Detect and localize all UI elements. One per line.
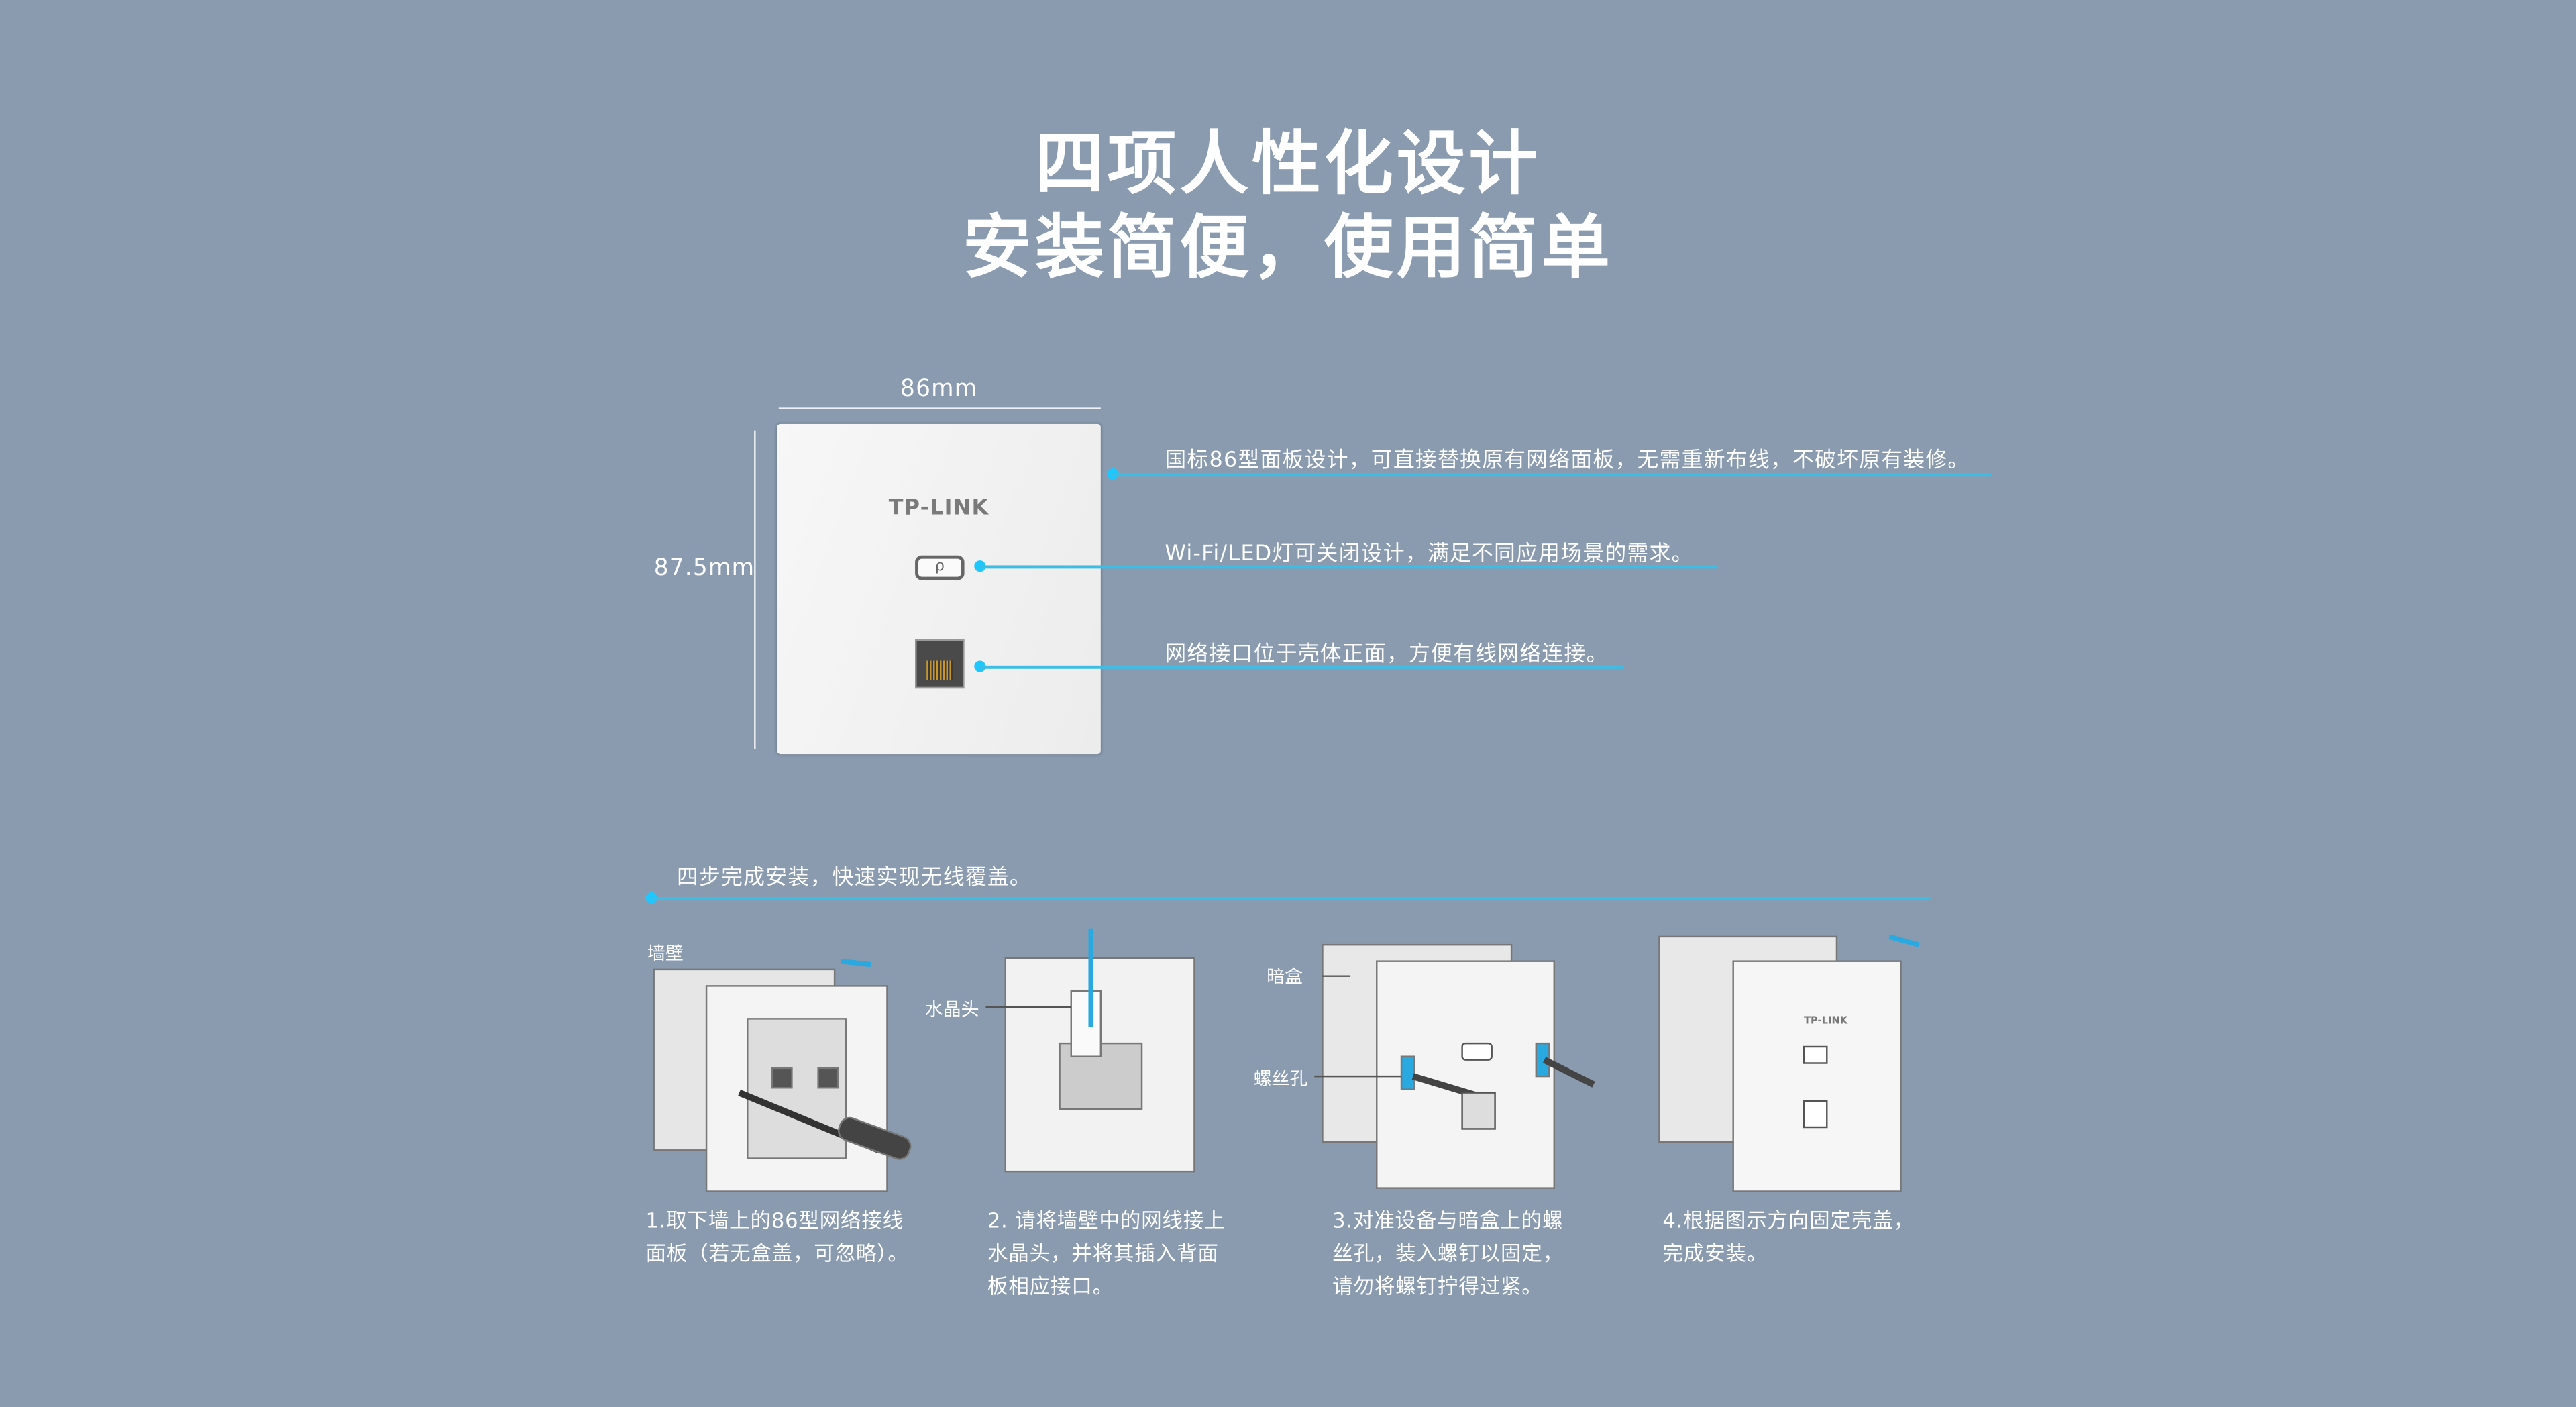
caption-line: 水晶头，并将其插入背面 — [987, 1240, 1219, 1265]
width-dimension-label: 86mm — [900, 376, 978, 403]
step3-illustration — [1314, 943, 1595, 1189]
caption-line: 2. 请将墙壁中的网线接上 — [987, 1208, 1226, 1233]
caption-line: 丝孔，装入螺钉以固定， — [1332, 1240, 1564, 1265]
feature-2: Wi-Fi/LED灯可关闭设计，满足不同应用场景的需求。 — [1165, 542, 1694, 567]
step-1-caption: 1.取下墙上的86型网络接线 面板（若无盒盖，可忽略）。 — [645, 1204, 908, 1270]
feature-3: 网络接口位于壳体正面，方便有线网络连接。 — [1165, 642, 1609, 668]
ethernet-port-icon — [915, 639, 965, 689]
caption-line: 面板（若无盒盖，可忽略）。 — [645, 1240, 909, 1265]
caption-line: 1.取下墙上的86型网络接线 — [645, 1208, 904, 1233]
width-dimension-line — [778, 407, 1101, 409]
page-title-line1: 四项人性化设计 — [1034, 123, 1542, 204]
label-screw-hole: 螺丝孔 — [1253, 1067, 1308, 1090]
caption-line: 3.对准设备与暗盒上的螺 — [1332, 1208, 1564, 1233]
height-dimension-line — [754, 430, 756, 749]
label-rj45: 水晶头 — [924, 998, 979, 1021]
callout-line-2 — [979, 565, 1717, 568]
feature-1: 国标86型面板设计，可直接替换原有网络面板，无需重新布线，不破坏原有装修。 — [1165, 448, 1970, 474]
svg-text:TP-LINK: TP-LINK — [1804, 1015, 1848, 1027]
height-dimension-label: 87.5mm — [653, 555, 755, 582]
step-2-caption: 2. 请将墙壁中的网线接上 水晶头，并将其插入背面 板相应接口。 — [987, 1204, 1226, 1303]
page-title-line2: 安装简便，使用简单 — [963, 207, 1613, 288]
step-4-caption: 4.根据图示方向固定壳盖， 完成安装。 — [1662, 1204, 1915, 1270]
label-wall: 墙壁 — [647, 943, 684, 965]
step1-illustration — [653, 959, 912, 1192]
caption-line: 板相应接口。 — [987, 1273, 1114, 1298]
label-box: 暗盒 — [1267, 966, 1303, 988]
caption-line: 请勿将螺钉拧得过紧。 — [1332, 1273, 1543, 1298]
step2-illustration — [985, 928, 1195, 1173]
callout-line-1 — [1112, 473, 1992, 476]
callout-line-3 — [979, 665, 1623, 668]
installation-illustrations: TP-LINK — [653, 928, 1920, 1192]
caption-line: 完成安装。 — [1662, 1240, 1768, 1265]
step4-illustration: TP-LINK — [1658, 934, 1920, 1192]
step-3-caption: 3.对准设备与暗盒上的螺 丝孔，装入螺钉以固定， 请勿将螺钉拧得过紧。 — [1332, 1204, 1564, 1303]
led-switch-button: ρ — [915, 555, 965, 580]
brand-logo: TP-LINK — [888, 496, 989, 521]
wall-ap-panel: TP-LINK ρ — [777, 423, 1101, 755]
install-heading: 四步完成安装，快速实现无线覆盖。 — [676, 866, 1032, 891]
install-line — [650, 897, 1931, 900]
caption-line: 4.根据图示方向固定壳盖， — [1662, 1208, 1915, 1233]
